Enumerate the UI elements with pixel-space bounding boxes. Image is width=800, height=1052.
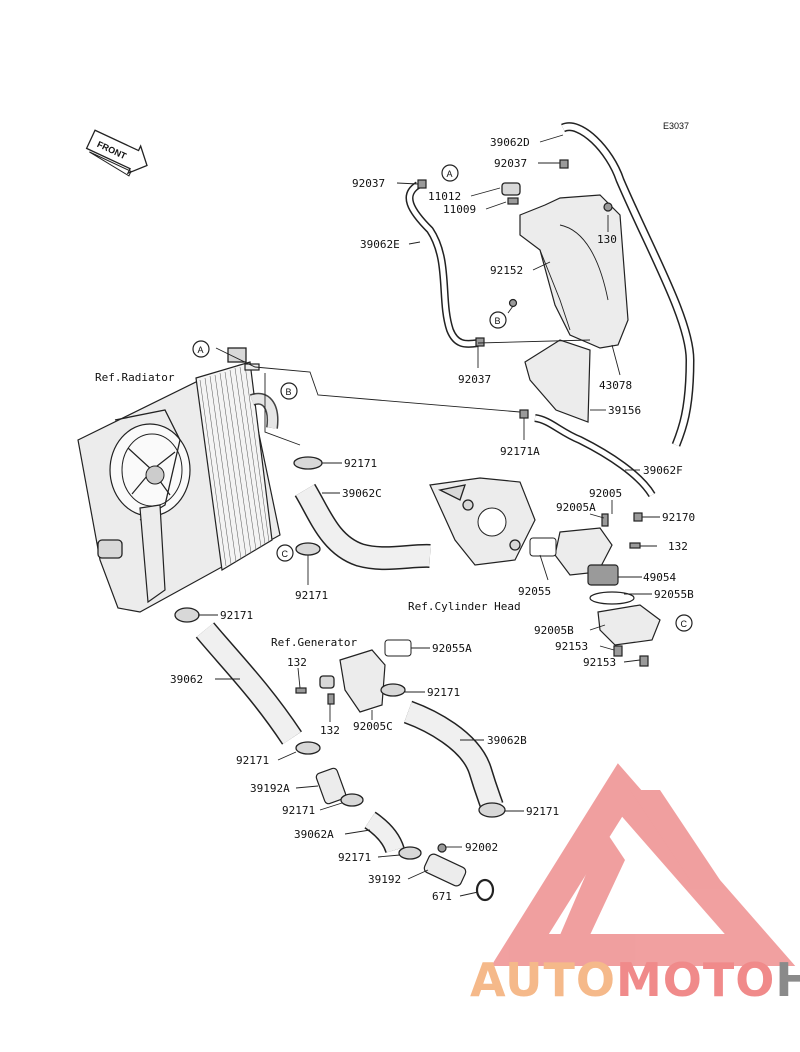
part-label: 92037	[458, 373, 491, 386]
marker-c-left: C	[276, 544, 294, 562]
hose-39062F	[534, 414, 656, 498]
part-label: 49054	[643, 571, 676, 584]
part-label: 92002	[465, 841, 498, 854]
o-ring-671	[475, 878, 495, 902]
part-label: 92171	[427, 686, 460, 699]
part-label: 132	[668, 540, 688, 553]
pipe-39192	[423, 853, 467, 887]
svg-text:C: C	[282, 549, 289, 559]
diagram-code: E3037	[663, 121, 689, 131]
marker-b-tank: B	[489, 311, 507, 329]
part-label: 92171	[526, 805, 559, 818]
part-label: 39062	[170, 673, 203, 686]
watermark-part2: MOTO	[616, 953, 775, 1007]
part-label: 92153	[583, 656, 616, 669]
part-label: 92171	[220, 609, 253, 622]
part-label: 11012	[428, 190, 461, 203]
svg-text:C: C	[681, 619, 688, 629]
part-label: 92055B	[654, 588, 694, 601]
part-label: 92005B	[534, 624, 574, 637]
part-label: 92005	[589, 487, 622, 500]
front-arrow-icon: FRONT	[85, 129, 148, 177]
marker-a-top: A	[441, 164, 459, 182]
part-label: 39192A	[250, 782, 290, 795]
part-labels: 39062D 92037 92037 11012 11009 130 39062…	[170, 136, 695, 903]
guard-39156	[524, 339, 591, 423]
radiator-assembly	[77, 347, 281, 613]
marker-a-radiator: A	[192, 340, 210, 358]
marker-c-right: C	[675, 614, 693, 632]
part-label: 92005C	[353, 720, 393, 733]
part-label: 39156	[608, 404, 641, 417]
part-label: 92055	[518, 585, 551, 598]
radiator-core-fins	[199, 364, 270, 567]
part-label: 92171	[295, 589, 328, 602]
part-label: 39062F	[643, 464, 683, 477]
watermark-part1: AUTO	[470, 953, 616, 1007]
generator-fitting	[319, 639, 412, 713]
part-label: 132	[287, 656, 307, 669]
part-label: 92171	[344, 457, 377, 470]
pipe-39192A	[315, 767, 347, 805]
watermark-logo	[491, 763, 796, 966]
part-label: 92170	[662, 511, 695, 524]
part-label: 132	[320, 724, 340, 737]
part-label: 92171	[236, 754, 269, 767]
part-label: 92005A	[556, 501, 596, 514]
part-label: 92171	[282, 804, 315, 817]
ref-cylinder-head-label: Ref.Cylinder Head	[408, 600, 521, 613]
part-label: 92037	[352, 177, 385, 190]
part-label: 92055A	[432, 642, 472, 655]
svg-text:B: B	[286, 387, 292, 397]
part-label: 92037	[494, 157, 527, 170]
reservoir-tank	[501, 182, 629, 349]
part-label: 671	[432, 890, 452, 903]
svg-text:B: B	[495, 316, 501, 326]
thermostat-housing	[529, 527, 661, 646]
part-label: 39062E	[360, 238, 400, 251]
part-label: 92153	[555, 640, 588, 653]
part-label: 39192	[368, 873, 401, 886]
cylinder-head	[429, 477, 536, 566]
part-label: 11009	[443, 203, 476, 216]
leader-lines	[198, 134, 660, 897]
svg-text:A: A	[198, 345, 204, 355]
part-label: 39062B	[487, 734, 527, 747]
part-label: 39062D	[490, 136, 530, 149]
ref-generator-label: Ref.Generator	[271, 636, 357, 649]
marker-b-radiator: B	[280, 382, 298, 400]
part-label: 92171	[338, 851, 371, 864]
watermark-part3: HUB	[775, 953, 800, 1007]
part-label: 130	[597, 233, 617, 246]
ref-radiator-label: Ref.Radiator	[95, 371, 175, 384]
part-label: 92171A	[500, 445, 540, 458]
watermark-text: AUTOMOTOHUB	[470, 953, 800, 1007]
part-label: 92152	[490, 264, 523, 277]
svg-text:A: A	[447, 169, 453, 179]
part-label: 39062C	[342, 487, 382, 500]
part-label: 43078	[599, 379, 632, 392]
part-label: 39062A	[294, 828, 334, 841]
